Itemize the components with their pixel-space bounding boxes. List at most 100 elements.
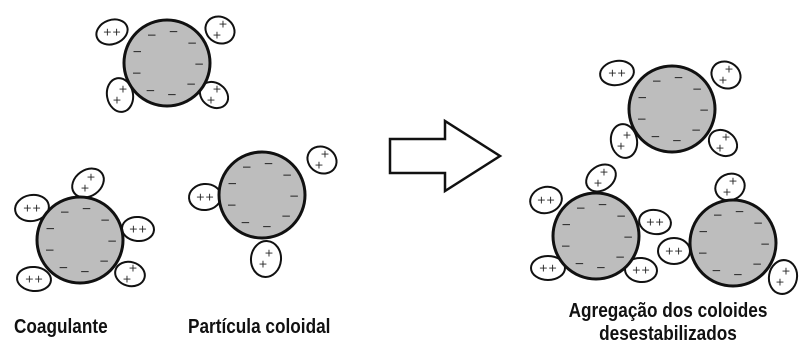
positive-charge: + bbox=[80, 182, 89, 195]
negative-charge: − bbox=[187, 36, 197, 50]
negative-charge: − bbox=[107, 234, 117, 248]
colloidal-particle: −−−−−−−−− bbox=[219, 152, 305, 238]
positive-charges: ++ bbox=[608, 67, 626, 80]
process-arrow bbox=[390, 121, 500, 191]
negative-charge: − bbox=[80, 265, 90, 279]
negative-charge: − bbox=[242, 160, 252, 174]
positive-charge: + bbox=[593, 177, 602, 190]
colloidal-particle: −−−−−−−−− bbox=[124, 20, 210, 106]
coagulant-blob: ++ bbox=[658, 238, 690, 264]
colloidal-particle: −−−−−−−−− bbox=[553, 193, 639, 279]
positive-charges: ++ bbox=[646, 216, 664, 229]
negative-charge: − bbox=[60, 205, 70, 219]
negative-charge: − bbox=[652, 74, 662, 88]
positive-charges: ++ bbox=[196, 191, 214, 204]
positive-charge: + bbox=[616, 140, 625, 153]
negative-charge: − bbox=[240, 215, 250, 229]
caption-aggregation-line2: desestabilizados bbox=[548, 323, 789, 346]
negative-charge: − bbox=[752, 257, 762, 271]
negative-charge: − bbox=[561, 239, 571, 253]
negative-charge: − bbox=[711, 263, 721, 277]
positive-charge: + bbox=[212, 29, 221, 42]
negative-charge: − bbox=[616, 209, 626, 223]
positive-charge: + bbox=[258, 258, 267, 271]
positive-charges: ++ bbox=[632, 264, 650, 277]
negative-charge: − bbox=[167, 88, 177, 102]
positive-charges: ++ bbox=[103, 26, 121, 39]
coagulant-blob: ++ bbox=[302, 140, 342, 180]
coagulant-blob: ++ bbox=[637, 207, 673, 236]
negative-charge: − bbox=[147, 28, 157, 42]
positive-charge: + bbox=[722, 186, 731, 199]
negative-charge: − bbox=[561, 217, 571, 231]
negative-charge: − bbox=[691, 123, 701, 137]
positive-charges: ++ bbox=[537, 194, 555, 207]
positive-charges: ++ bbox=[25, 273, 43, 286]
caption-aggregation: Agregação dos coloides desestabilizados bbox=[548, 300, 789, 346]
negative-charge: − bbox=[698, 224, 708, 238]
positive-charges: ++ bbox=[539, 262, 557, 275]
negative-charge: − bbox=[734, 205, 744, 219]
colloidal-particle: −−−−−−−−− bbox=[690, 200, 776, 286]
coagulant-blob: ++ bbox=[93, 15, 131, 48]
positive-charges: ++ bbox=[665, 245, 683, 258]
negative-charge: − bbox=[637, 90, 647, 104]
coagulant-blob: ++ bbox=[598, 58, 636, 88]
coagulant-blob: ++ bbox=[249, 240, 282, 278]
positive-charge: + bbox=[112, 94, 121, 107]
negative-charge: − bbox=[597, 198, 607, 212]
caption-coagulant: Coagulante bbox=[14, 316, 108, 339]
negative-charge: − bbox=[753, 216, 763, 230]
negative-charge: − bbox=[673, 71, 683, 85]
positive-charge: + bbox=[715, 142, 724, 155]
negative-charge: − bbox=[194, 57, 204, 71]
negative-charge: − bbox=[672, 134, 682, 148]
negative-charge: − bbox=[623, 230, 633, 244]
negative-charge: − bbox=[576, 201, 586, 215]
negative-charge: − bbox=[637, 112, 647, 126]
negative-charge: − bbox=[650, 129, 660, 143]
negative-charge: − bbox=[615, 250, 625, 264]
positive-charges: ++ bbox=[23, 202, 41, 215]
negative-charge: − bbox=[168, 25, 178, 39]
negative-charge: − bbox=[132, 44, 142, 58]
caption-aggregation-line1: Agregação dos coloides bbox=[548, 300, 789, 323]
positive-charge: + bbox=[718, 74, 727, 87]
negative-charge: − bbox=[263, 157, 273, 171]
negative-charge: − bbox=[45, 221, 55, 235]
positive-charge: + bbox=[314, 159, 323, 172]
negative-charge: − bbox=[699, 103, 709, 117]
negative-charge: − bbox=[281, 209, 291, 223]
negative-charge: − bbox=[698, 246, 708, 260]
negative-charge: − bbox=[227, 198, 237, 212]
negative-charge: − bbox=[145, 83, 155, 97]
coagulant-blob: ++ bbox=[121, 216, 155, 243]
negative-charge: − bbox=[186, 77, 196, 91]
negative-charge: − bbox=[692, 82, 702, 96]
coagulant-blob: ++ bbox=[188, 183, 222, 212]
negative-charge: − bbox=[58, 260, 68, 274]
negative-charge: − bbox=[574, 256, 584, 270]
negative-charge: − bbox=[282, 168, 292, 182]
positive-charges: ++ bbox=[129, 223, 147, 236]
negative-charge: − bbox=[132, 66, 142, 80]
negative-charge: − bbox=[99, 254, 109, 268]
caption-colloidal-particle: Partícula coloidal bbox=[188, 316, 330, 339]
colloidal-particle: −−−−−−−−− bbox=[629, 66, 715, 152]
negative-charge: − bbox=[45, 243, 55, 257]
negative-charge: − bbox=[733, 268, 743, 282]
positive-charge: + bbox=[206, 94, 215, 107]
negative-charge: − bbox=[760, 237, 770, 251]
negative-charge: − bbox=[596, 261, 606, 275]
negative-charge: − bbox=[713, 208, 723, 222]
positive-charge: + bbox=[122, 273, 131, 286]
coagulant-blob: ++ bbox=[706, 55, 746, 95]
negative-charge: − bbox=[100, 213, 110, 227]
positive-charge: + bbox=[775, 276, 784, 289]
colloidal-particle: −−−−−−−−− bbox=[37, 197, 123, 283]
negative-charge: − bbox=[81, 202, 91, 216]
coagulant-blob: ++ bbox=[16, 266, 52, 293]
negative-charge: − bbox=[227, 176, 237, 190]
negative-charge: − bbox=[262, 220, 272, 234]
negative-charge: − bbox=[289, 189, 299, 203]
